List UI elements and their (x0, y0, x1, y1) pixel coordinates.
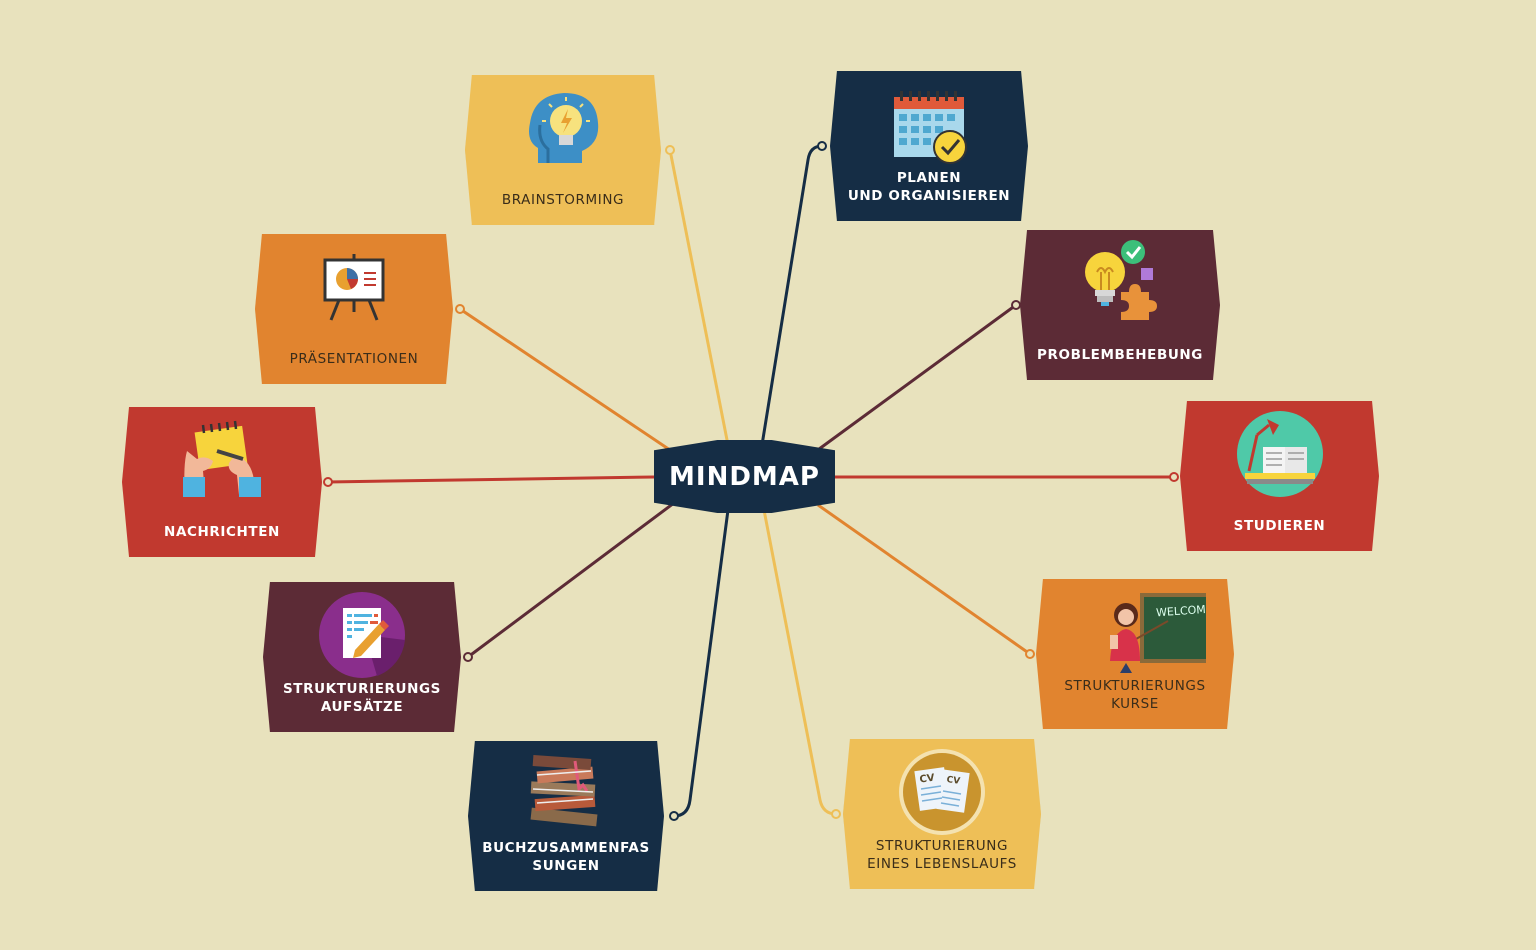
link-nachrichten (327, 475, 655, 484)
head-lightbulb-icon (529, 93, 599, 163)
document-pencil-icon (319, 592, 405, 678)
cv-text-left: CV (919, 773, 936, 786)
link-dot-lebenslauf (831, 809, 841, 819)
book-stack-icon (530, 754, 598, 827)
link-buchzusammenfassungen (673, 509, 730, 818)
link-aufsaetze (467, 501, 675, 659)
calendar-check-icon (894, 91, 967, 164)
node-studieren[interactable]: STUDIEREN (1180, 401, 1379, 551)
link-brainstorming (668, 149, 730, 446)
presentation-board-icon (323, 254, 385, 321)
node-nachrichten[interactable]: NACHRICHTEN (122, 407, 322, 557)
link-dot-planen (817, 141, 827, 151)
node-brainstorming[interactable]: BRAINSTORMING (465, 75, 661, 225)
link-dot-buchzusammenfassungen (669, 811, 679, 821)
teacher-chalkboard-icon: WELCOME (1109, 593, 1206, 673)
link-planen (760, 144, 823, 446)
link-dot-aufsaetze (463, 652, 473, 662)
link-dot-nachrichten (323, 477, 333, 487)
link-dot-kurse (1025, 649, 1035, 659)
node-praesentationen[interactable]: PRÄSENTATIONEN (255, 234, 453, 384)
link-dot-problembehebung (1011, 300, 1021, 310)
node-label: NACHRICHTEN (164, 524, 280, 540)
writing-notepad-icon (183, 420, 261, 497)
node-label: PROBLEMBEHEBUNG (1037, 347, 1203, 363)
node-label: PRÄSENTATIONEN (289, 351, 419, 367)
link-dot-praesentationen (455, 304, 465, 314)
link-dot-studieren (1169, 472, 1179, 482)
node-label: BRAINSTORMING (501, 192, 625, 208)
central-topic-label: MINDMAP (669, 461, 820, 492)
link-kurse (817, 503, 1031, 656)
link-praesentationen (459, 307, 671, 452)
cv-documents-icon: CV CV (899, 749, 985, 835)
lightbulb-puzzle-icon (1085, 240, 1157, 320)
chalkboard-text: WELCOME (1156, 602, 1206, 619)
central-topic[interactable]: MINDMAP (654, 440, 835, 513)
desk-lamp-books-icon (1236, 411, 1323, 497)
node-problembehebung[interactable]: PROBLEMBEHEBUNG (1020, 230, 1220, 380)
link-problembehebung (814, 303, 1017, 454)
link-dot-brainstorming (665, 145, 675, 155)
link-lebenslauf (762, 509, 837, 816)
cv-text-right: CV (946, 775, 961, 787)
node-label: STUDIEREN (1233, 518, 1326, 534)
